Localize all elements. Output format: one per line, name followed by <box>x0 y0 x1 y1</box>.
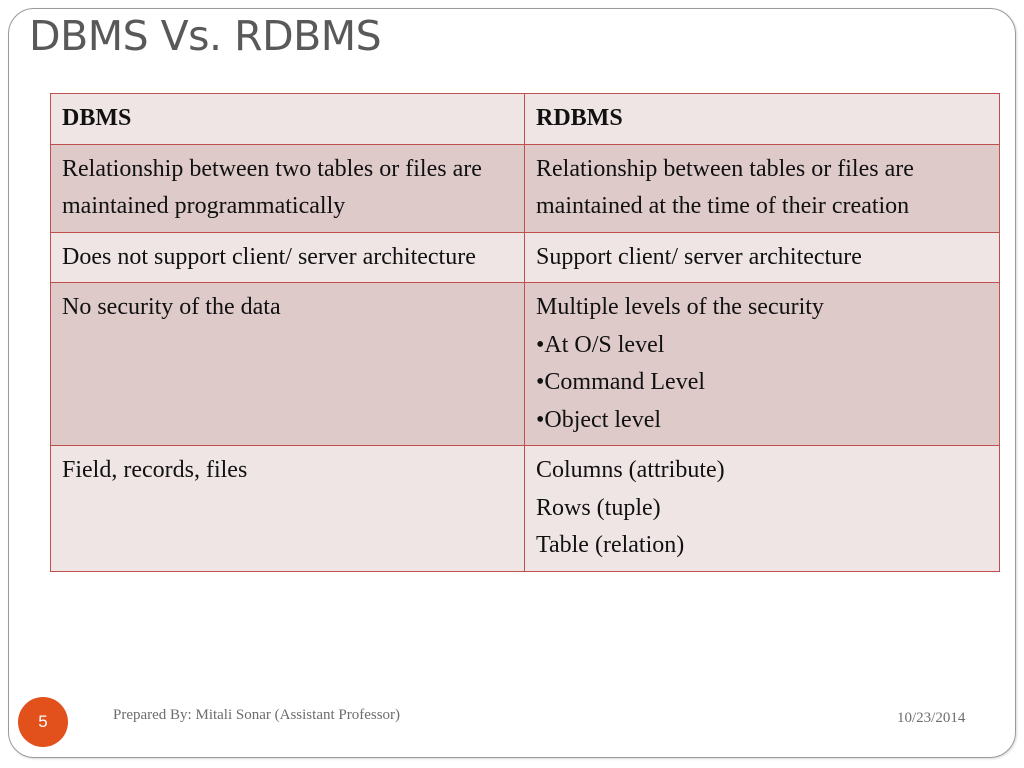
footer-date: 10/23/2014 <box>897 710 966 726</box>
cell-text: Table (relation) <box>536 532 685 558</box>
cell-text: Does not support client/ server architec… <box>62 243 476 270</box>
bullet-item: •At O/S level <box>536 331 665 358</box>
cell-rdbms: Support client/ server architecture <box>524 231 1000 283</box>
cell-dbms: No security of the data <box>50 282 525 446</box>
cell-dbms: Relationship between two tables or files… <box>50 143 525 233</box>
cell-text: Relationship between tables or files are… <box>536 155 914 220</box>
table-row: No security of the data Multiple levels … <box>50 282 1000 446</box>
cell-text: Multiple levels of the security <box>536 294 824 320</box>
cell-dbms: Field, records, files <box>50 445 525 572</box>
cell-text: No security of the data <box>62 294 281 320</box>
footer-prepared-by: Prepared By: Mitali Sonar (Assistant Pro… <box>113 707 401 723</box>
cell-text: Support client/ server architecture <box>536 243 862 270</box>
bullet-item: •Object level <box>536 406 662 433</box>
cell-text: Columns (attribute) <box>536 457 725 483</box>
comparison-table: DBMS RDBMS Relationship between two tabl… <box>50 93 1000 572</box>
header-rdbms: RDBMS <box>524 93 1000 145</box>
bullet-item: •Command Level <box>536 369 706 395</box>
header-dbms: DBMS <box>50 93 525 145</box>
table-row: Does not support client/ server architec… <box>50 231 1000 283</box>
cell-text: Field, records, files <box>62 457 248 483</box>
slide-title: DBMS Vs. RDBMS <box>29 12 382 60</box>
cell-rdbms: Relationship between tables or files are… <box>524 143 1000 233</box>
cell-text: Relationship between two tables or files… <box>62 155 482 220</box>
page-number-badge: 5 <box>18 697 68 747</box>
cell-rdbms: Multiple levels of the security •At O/S … <box>524 282 1000 446</box>
table-row: Relationship between two tables or files… <box>50 143 1000 233</box>
cell-rdbms: Columns (attribute) Rows (tuple) Table (… <box>524 445 1000 572</box>
cell-dbms: Does not support client/ server architec… <box>50 231 525 283</box>
table-row: Field, records, files Columns (attribute… <box>50 445 1000 572</box>
slide-frame <box>8 8 1016 758</box>
table-header-row: DBMS RDBMS <box>50 93 1000 145</box>
cell-text: Rows (tuple) <box>536 494 661 521</box>
